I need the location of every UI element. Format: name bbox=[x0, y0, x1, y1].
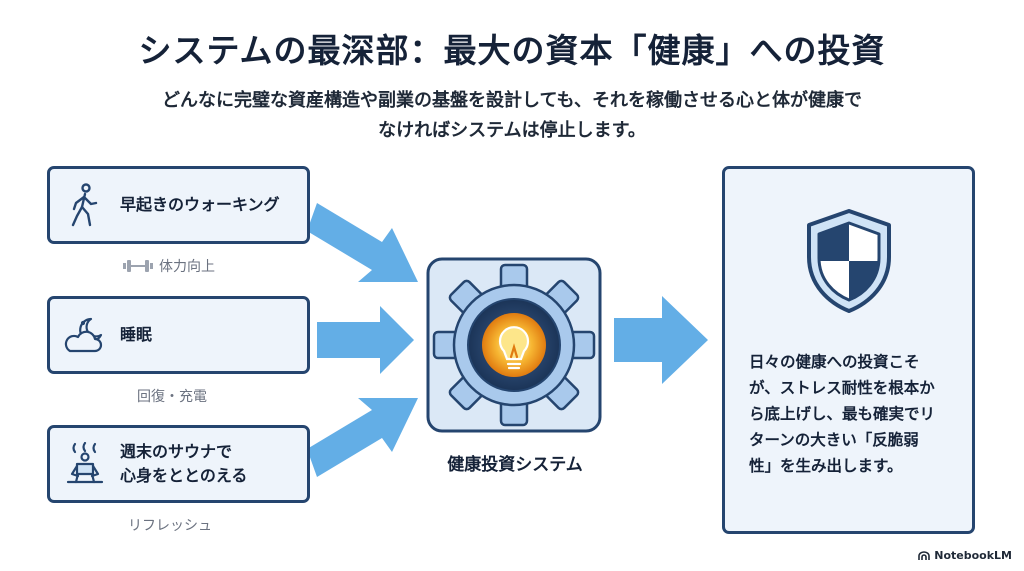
page-title: システムの最深部：最大の資本「健康」への投資 bbox=[138, 31, 886, 70]
input-label-sleep: 睡眠 bbox=[120, 323, 152, 347]
caption-refresh: リフレッシュ bbox=[128, 515, 212, 535]
brand-watermark: NotebookLM bbox=[918, 549, 1012, 562]
output-panel: 日々の健康への投資こそ が、ストレス耐性を根本か ら底上げし、最も確実でリ ター… bbox=[722, 166, 975, 534]
caption-text: 体力向上 bbox=[159, 259, 215, 275]
input-label-line: 早起きのウォーキング bbox=[120, 195, 280, 214]
output-text-line: が、ストレス耐性を根本か bbox=[749, 379, 935, 397]
page-subtitle: どんなに完璧な資産構造や副業の基盤を設計しても、それを稼働させる心と体が健康で … bbox=[70, 86, 954, 146]
moon-cloud-icon bbox=[50, 315, 120, 355]
brand-text: NotebookLM bbox=[934, 549, 1012, 562]
walking-person-icon bbox=[50, 183, 120, 227]
output-text-line: ターンの大きい「反脆弱 bbox=[749, 431, 919, 449]
input-card-sauna: 週末のサウナで 心身をととのえる bbox=[47, 425, 310, 503]
center-label: 健康投資システム bbox=[447, 455, 583, 475]
input-label-sauna: 週末のサウナで 心身をととのえる bbox=[120, 440, 247, 488]
shield-icon bbox=[801, 207, 897, 315]
caption-text: 回復・充電 bbox=[137, 389, 207, 405]
arrow-sauna-to-system bbox=[307, 398, 418, 477]
arrow-walking-to-system bbox=[307, 203, 418, 282]
input-card-walking: 早起きのウォーキング bbox=[47, 166, 310, 244]
dumbbell-icon bbox=[123, 258, 153, 274]
sauna-person-icon bbox=[50, 442, 120, 486]
notebooklm-logo-icon bbox=[918, 550, 931, 561]
output-text-line: 性」を生み出します。 bbox=[749, 457, 903, 475]
output-text: 日々の健康への投資こそ が、ストレス耐性を根本か ら底上げし、最も確実でリ ター… bbox=[749, 349, 961, 479]
output-text-line: ら底上げし、最も確実でリ bbox=[749, 405, 936, 423]
gear-lightbulb-icon bbox=[425, 256, 603, 434]
input-label-line: 週末のサウナで bbox=[120, 442, 233, 461]
caption-text: リフレッシュ bbox=[128, 518, 212, 534]
caption-recovery: 回復・充電 bbox=[137, 386, 207, 406]
input-label-line: 心身をととのえる bbox=[120, 466, 248, 485]
subtitle-line: なければシステムは停止します。 bbox=[378, 120, 646, 141]
caption-fitness: 体力向上 bbox=[123, 256, 215, 276]
input-label-walking: 早起きのウォーキング bbox=[120, 193, 280, 217]
subtitle-line: どんなに完璧な資産構造や副業の基盤を設計しても、それを稼働させる心と体が健康で bbox=[161, 90, 863, 111]
output-text-line: 日々の健康への投資こそ bbox=[749, 353, 920, 371]
arrow-sleep-to-system bbox=[317, 306, 414, 374]
input-label-line: 睡眠 bbox=[120, 325, 153, 344]
arrow-system-to-output bbox=[614, 296, 708, 384]
input-card-sleep: 睡眠 bbox=[47, 296, 310, 374]
